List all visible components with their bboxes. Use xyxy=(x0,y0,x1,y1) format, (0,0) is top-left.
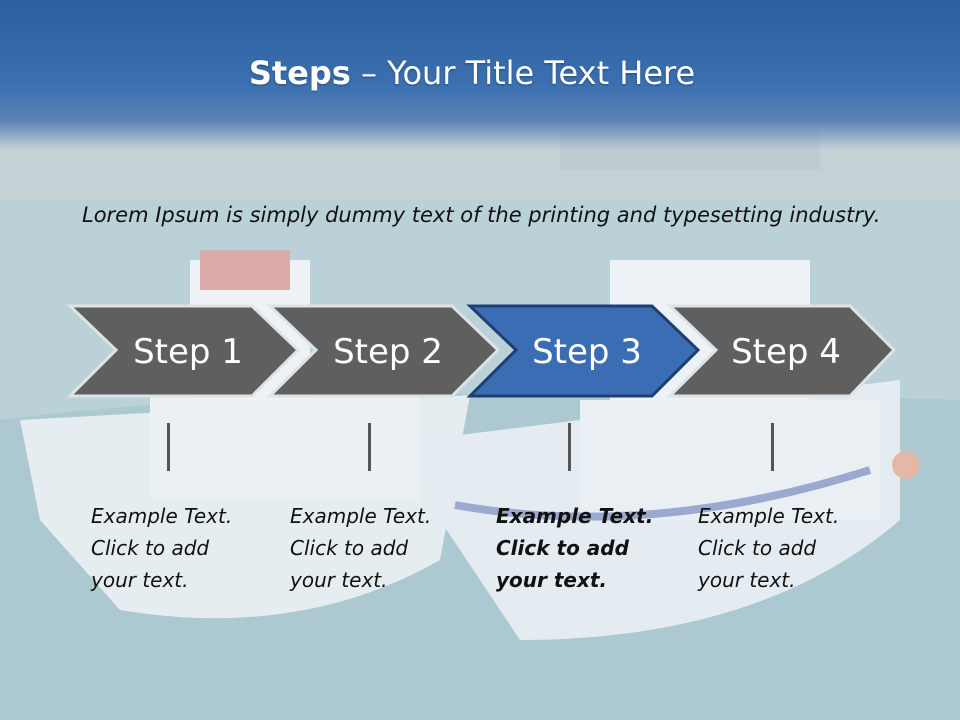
desc-line: your text. xyxy=(290,568,388,592)
step-3-connector xyxy=(568,423,571,471)
step-4-chevron[interactable]: Step 4 xyxy=(666,304,897,398)
step-1-connector xyxy=(167,423,170,471)
desc-line: your text. xyxy=(496,568,608,592)
step-3-description[interactable]: Example Text. Click to add your text. xyxy=(496,500,666,596)
desc-line: Example Text. xyxy=(496,504,654,528)
step-2-shape xyxy=(266,304,501,398)
desc-line: Example Text. xyxy=(290,504,432,528)
step-2-description[interactable]: Example Text. Click to add your text. xyxy=(290,500,460,596)
intro-text: Lorem Ipsum is simply dummy text of the … xyxy=(82,203,881,227)
step-4-connector xyxy=(771,423,774,471)
desc-line: Click to add xyxy=(496,536,629,560)
step-3-shape xyxy=(466,304,701,398)
desc-line: Example Text. xyxy=(91,504,233,528)
step-4-label: Step 4 xyxy=(731,332,841,372)
desc-line: your text. xyxy=(698,568,796,592)
title-rest: – Your Title Text Here xyxy=(350,54,696,92)
step-2-label: Step 2 xyxy=(333,332,443,372)
slide-title: Steps – Your Title Text Here xyxy=(0,54,944,92)
step-3-label: Step 3 xyxy=(532,332,642,372)
desc-line: Click to add xyxy=(290,536,409,560)
step-1-description[interactable]: Example Text. Click to add your text. xyxy=(91,500,261,596)
step-1-shape xyxy=(66,304,301,398)
step-1-label: Step 1 xyxy=(133,332,243,372)
title-bold: Steps xyxy=(248,54,351,92)
step-4-shape xyxy=(666,304,897,398)
desc-line: Example Text. xyxy=(698,504,840,528)
step-2-chevron[interactable]: Step 2 xyxy=(266,304,501,398)
title-bar xyxy=(0,0,960,150)
step-1-chevron[interactable]: Step 1 xyxy=(66,304,301,398)
step-2-connector xyxy=(368,423,371,471)
desc-line: your text. xyxy=(91,568,189,592)
step-4-description[interactable]: Example Text. Click to add your text. xyxy=(698,500,868,596)
step-3-chevron[interactable]: Step 3 xyxy=(466,304,701,398)
desc-line: Click to add xyxy=(698,536,817,560)
desc-line: Click to add xyxy=(91,536,210,560)
